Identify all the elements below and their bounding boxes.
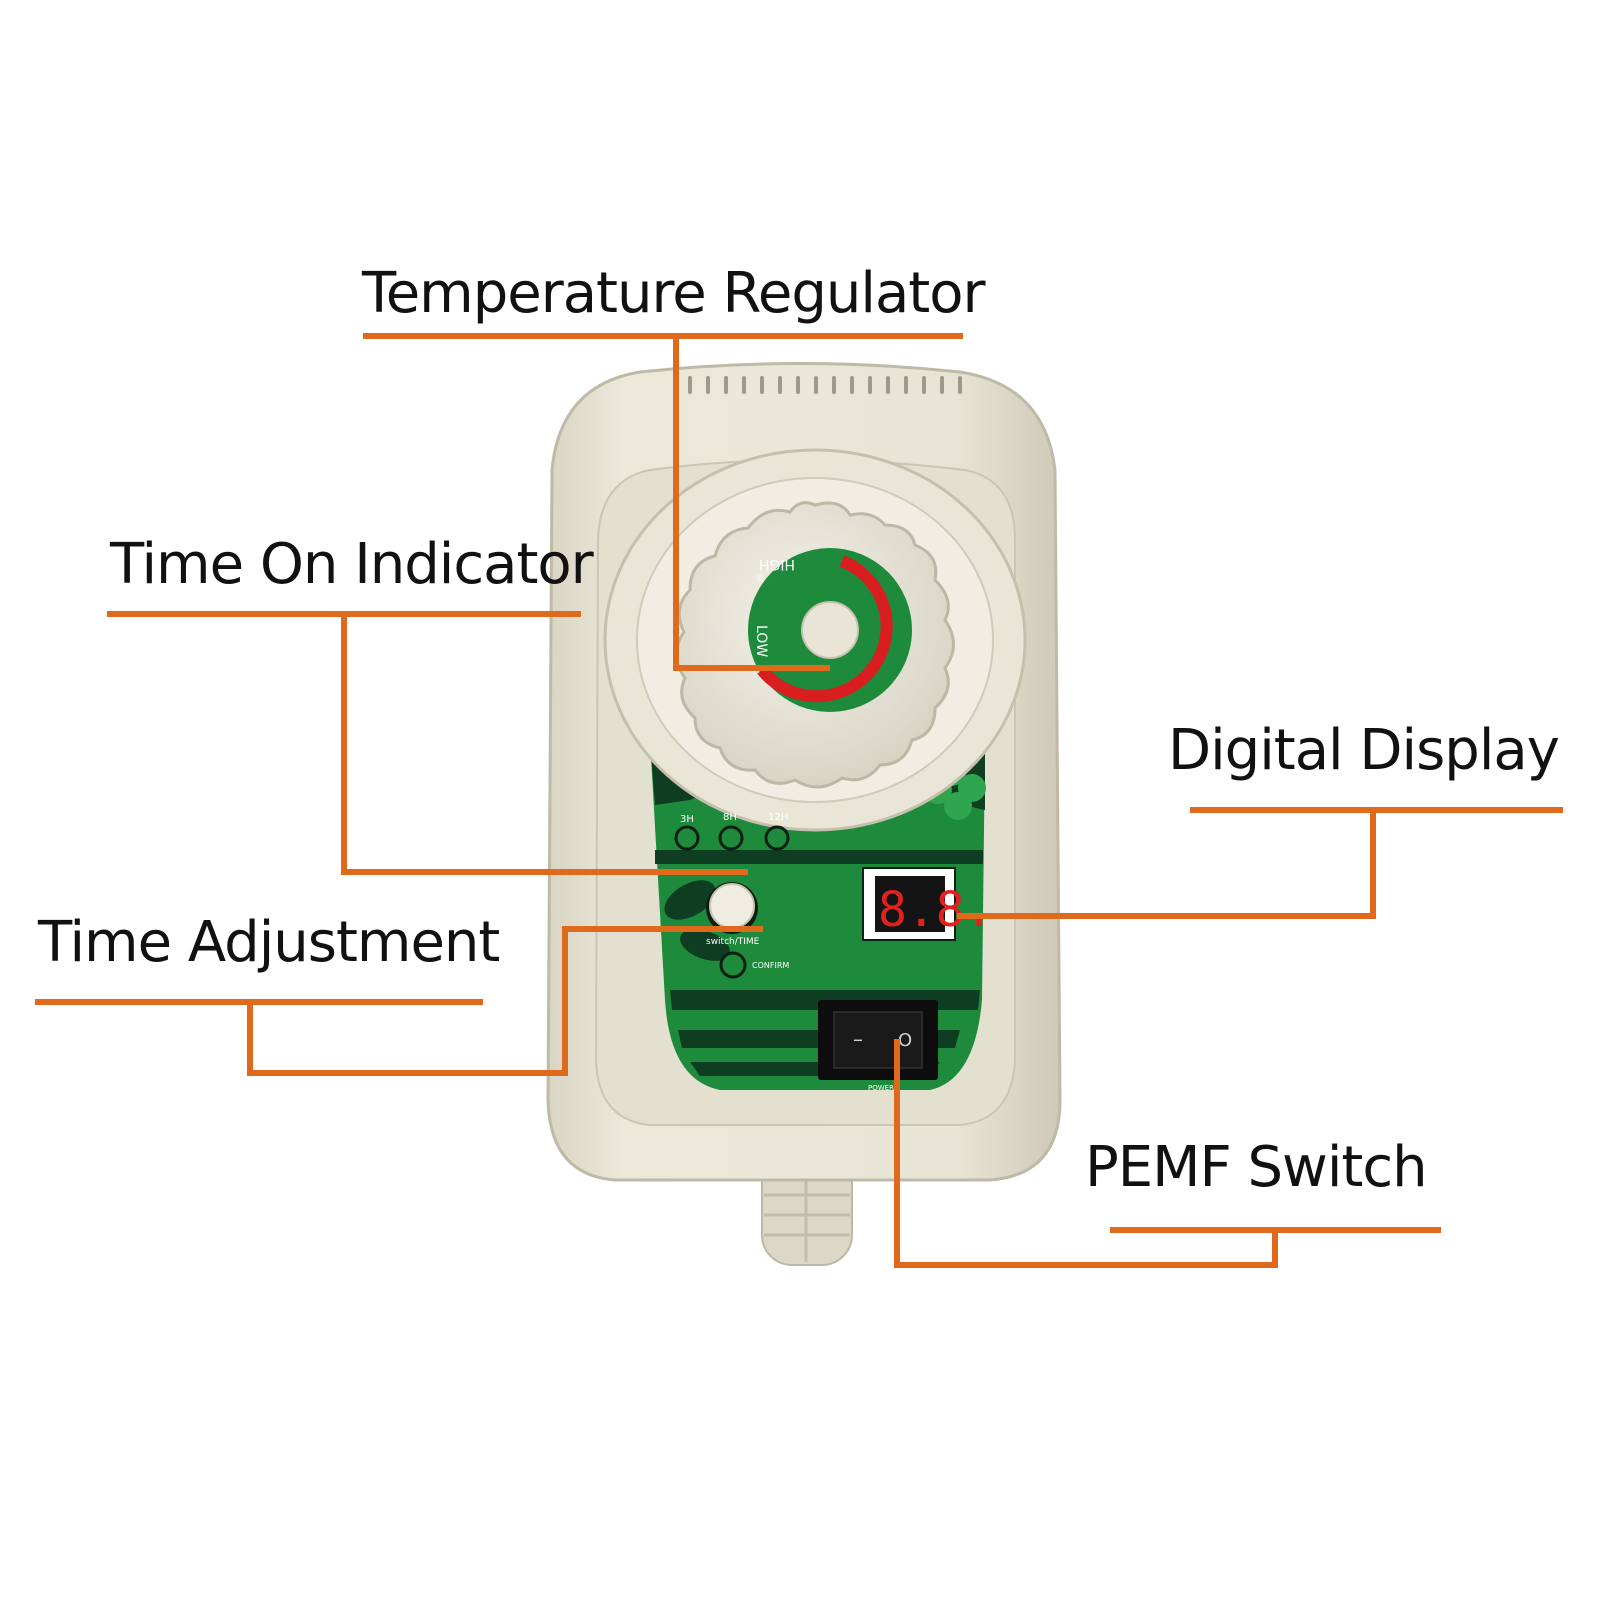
timer-3h-label: 3H [680,814,694,825]
confirm-label: CONFIRM [752,961,789,970]
temperature-knob[interactable]: HIGH LOW [674,501,955,789]
digital-display-label: Digital Display [1168,718,1560,783]
leader-time-on-indicator-drop [341,611,748,875]
temperature-regulator-label: Temperature Regulator [362,261,986,326]
time-on-indicator: 3H 8H 12H [674,812,790,851]
power-label: POWER [868,1084,894,1092]
display-readout: 8.8. [878,882,994,938]
digital-display: 8.8. [862,867,994,941]
pemf-switch-label: PEMF Switch [1085,1135,1428,1200]
dial-high-label: HIGH [759,556,795,572]
timer-8h-label: 8H [723,812,737,823]
timer-12h-label: 12H [768,812,788,823]
timer-12h-led [764,825,790,851]
leader-pemf-switch-drop [894,1039,1278,1268]
time-adjustment-button[interactable]: switch/TIME [706,882,760,947]
confirm-button[interactable]: CONFIRM [719,951,789,979]
leaf-decoration-icon [664,880,730,961]
timer-3h-led [674,825,700,851]
leader-temperature-regulator-drop [673,333,830,671]
vent-slots [688,376,962,394]
time-adjustment-label: Time Adjustment [38,910,500,975]
switch-time-label: switch/TIME [706,937,760,947]
switch-off-mark: O [898,1030,912,1051]
timer-8h-led [718,825,744,851]
leader-lines [35,333,1563,1268]
pemf-switch[interactable]: – O POWER [818,1000,938,1092]
leader-time-adjustment-drop [247,926,763,1076]
time-on-indicator-label: Time On Indicator [110,532,594,597]
dial-low-label: LOW [753,625,769,657]
switch-on-mark: – [853,1027,863,1051]
leader-digital-display-drop [957,807,1376,919]
